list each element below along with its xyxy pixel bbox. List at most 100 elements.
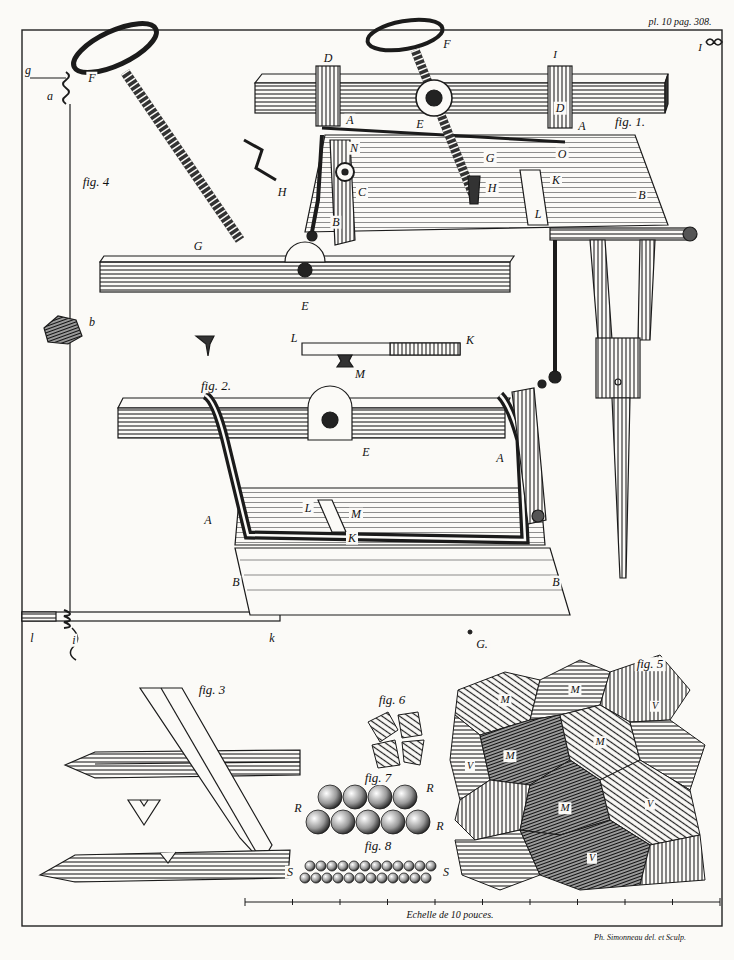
prisms <box>128 800 160 825</box>
shot-balls <box>311 873 321 883</box>
mosaic-pieces <box>468 630 472 634</box>
separate-parts <box>337 355 353 367</box>
figure-label: fig. 1. <box>613 115 647 129</box>
frame-press <box>532 510 544 522</box>
crystal-shards <box>398 712 422 738</box>
prisms <box>160 852 176 863</box>
figure-label: fig. 4 <box>81 175 112 189</box>
plate-number: pl. 10 pag. 308. <box>647 17 714 28</box>
press-machine <box>612 398 630 578</box>
shot-balls <box>327 861 337 871</box>
mosaic-pieces <box>600 655 690 722</box>
shot-balls <box>410 873 420 883</box>
part-letter: M <box>568 684 581 696</box>
crystal-shards <box>372 740 400 768</box>
press-machine <box>549 371 561 383</box>
part-letter: M <box>349 508 363 521</box>
part-letter: B <box>636 189 647 202</box>
shot-balls <box>305 861 315 871</box>
part-letter: M <box>353 368 367 381</box>
part-letter: V <box>465 761 475 772</box>
part-letter: G. <box>474 638 490 651</box>
part-letter: M <box>558 802 571 814</box>
shot-balls <box>300 785 436 883</box>
shot-balls <box>406 810 430 834</box>
screw-and-thread <box>67 14 163 83</box>
part-letter: H <box>486 182 499 195</box>
part-letter: D <box>554 102 567 115</box>
scale-bar <box>340 899 341 905</box>
shot-balls <box>426 861 436 871</box>
press-machine <box>665 74 668 113</box>
screw-and-thread <box>22 612 56 621</box>
part-letter: A <box>576 120 587 133</box>
part-letter: E <box>414 118 425 131</box>
press-machine <box>615 379 621 385</box>
shot-balls <box>366 873 376 883</box>
part-letter: M <box>498 694 511 706</box>
part-letter: S <box>441 866 451 879</box>
frame-press <box>235 548 570 615</box>
separate-parts <box>298 263 312 277</box>
press-machine <box>305 135 668 232</box>
separate-parts <box>302 343 460 355</box>
scale-bar <box>387 899 388 905</box>
frame-press <box>118 380 570 615</box>
prisms <box>40 688 300 882</box>
scale-bar <box>292 899 293 905</box>
shot-balls <box>371 861 381 871</box>
part-letter: H <box>276 186 289 199</box>
part-letter: g <box>23 64 33 77</box>
press-machine <box>426 90 442 106</box>
scale-bar <box>245 898 246 906</box>
screw-and-thread <box>69 104 70 612</box>
figure-label: fig. 6 <box>377 693 408 707</box>
part-letter: F <box>86 72 97 85</box>
shot-balls <box>343 785 367 809</box>
part-letter: L <box>533 208 544 221</box>
frame-press <box>512 388 546 524</box>
shot-balls <box>393 785 417 809</box>
part-letter: R <box>434 820 445 833</box>
plate-frame <box>22 30 722 926</box>
separate-parts <box>100 242 514 367</box>
part-letter: V <box>645 799 655 810</box>
screw-and-thread <box>125 72 240 240</box>
shot-balls <box>421 873 431 883</box>
part-letter: a <box>45 90 55 103</box>
frame-press <box>247 590 563 591</box>
shot-balls <box>360 861 370 871</box>
mosaic-pieces <box>640 835 705 885</box>
frame-press <box>205 395 525 540</box>
frame-press <box>308 386 352 440</box>
plate-frame <box>22 30 722 926</box>
frame-press <box>538 380 546 388</box>
part-letter: C <box>356 186 368 199</box>
shot-balls <box>399 873 409 883</box>
part-letter: b <box>87 316 97 329</box>
part-letter: L <box>289 332 300 345</box>
part-letter: O <box>556 148 569 161</box>
engraver-signature: Ph. Simonneau del. et Sculp. <box>592 934 688 942</box>
scale-bar <box>625 899 626 905</box>
prisms <box>65 750 300 778</box>
shot-balls <box>356 810 380 834</box>
shot-balls <box>404 861 414 871</box>
press-machine <box>548 66 572 128</box>
press-machine <box>312 135 322 232</box>
screw-and-thread <box>44 316 82 344</box>
press-machine <box>415 50 475 200</box>
frame-press <box>205 395 525 540</box>
shot-balls <box>318 785 342 809</box>
press-machine <box>553 240 557 372</box>
part-letter: S <box>285 866 295 879</box>
part-letter: B <box>550 576 561 589</box>
part-letter: E <box>360 446 371 459</box>
part-letter: L <box>303 502 314 515</box>
part-letter: B <box>330 216 341 229</box>
press-machine <box>638 240 655 340</box>
part-letter: K <box>550 174 562 187</box>
separate-parts <box>100 262 510 292</box>
